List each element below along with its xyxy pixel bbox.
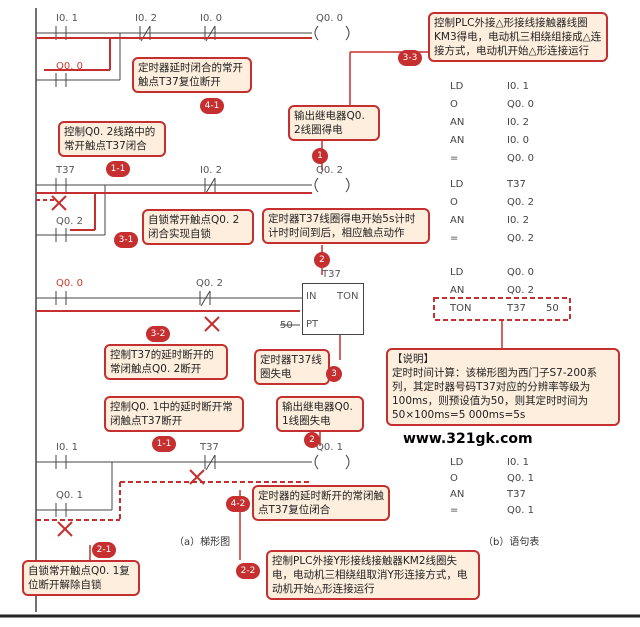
note-t37-nc-open: 控制Q0. 1中的延时断开常闭触点T37断开 — [104, 396, 244, 432]
stl-operand: I0. 1 — [507, 457, 530, 468]
stl-operand: Q0. 1 — [507, 473, 534, 484]
note-t37-nc-reset: 定时器的延时断开的常闭触点T37复位闭合 — [252, 485, 390, 521]
rung2-parallel-label: Q0. 2 — [56, 216, 83, 227]
stl-op: AN — [450, 117, 465, 128]
rung3-contact1-label: Q0. 0 — [56, 278, 83, 289]
stl-operand: T37 — [507, 489, 526, 500]
note-t37-close: 控制Q0. 2线路中的常开触点T37闭合 — [58, 121, 166, 157]
stl-op: AN — [450, 135, 465, 146]
rung2-coil-label: Q0. 2 — [316, 165, 343, 176]
note-q01-coil-off: 输出继电器Q0. 1线圈失电 — [276, 396, 364, 432]
stl-operand: T37 — [507, 179, 526, 190]
note-explanation: 【说明】 定时时间计算：该梯形图为西门子S7-200系列，其定时器号码T37对应… — [386, 348, 620, 426]
stl-operand: I0. 2 — [507, 117, 530, 128]
watermark: www.321gk.com — [403, 431, 533, 447]
step-badge: 4-1 — [200, 98, 224, 114]
stl-op: AN — [450, 285, 465, 296]
stl-op: O — [450, 197, 458, 208]
stl-operand: Q0. 2 — [507, 285, 534, 296]
stl-operand: Q0. 2 — [507, 233, 534, 244]
rung4-contact2-label: T37 — [200, 442, 219, 453]
step-badge: 2-1 — [92, 542, 116, 558]
explanation-title: 【说明】 — [392, 353, 434, 365]
timer-in-label: IN — [306, 291, 317, 302]
rung3-contact2-label: Q0. 2 — [196, 278, 223, 289]
stl-operand: T37 — [507, 303, 526, 314]
step-badge: 1-1 — [152, 436, 176, 452]
stl-op: AN — [450, 489, 465, 500]
caption-stl: （b）语句表 — [483, 537, 540, 548]
stl-op: AN — [450, 215, 465, 226]
step-badge: 3 — [326, 366, 342, 382]
stl-op: = — [450, 153, 459, 164]
stl-op: O — [450, 99, 458, 110]
rung1-coil-label: Q0. 0 — [316, 13, 343, 24]
stl-operand: Q0. 0 — [507, 267, 534, 278]
stl-op: TON — [450, 303, 472, 314]
rung1-contact3-label: I0. 0 — [200, 13, 223, 24]
step-badge: 3-1 — [114, 232, 138, 248]
timer-block: IN TON PT — [302, 283, 364, 335]
rung4-coil-label: Q0. 1 — [316, 442, 343, 453]
stl-operand: Q0. 0 — [507, 153, 534, 164]
step-badge: 2-2 — [236, 563, 260, 579]
step-badge: 4-2 — [226, 496, 250, 512]
note-t37-reset-open: 定时器延时闭合的常开触点T37复位断开 — [132, 57, 252, 93]
step-badge: 3-3 — [398, 50, 422, 66]
caption-ladder: （a）梯形图 — [174, 537, 231, 548]
stl-op: LD — [450, 457, 464, 468]
explanation-text: 定时时间计算：该梯形图为西门子S7-200系列，其定时器号码T37对应的分辨率等… — [392, 367, 598, 421]
timer-number-label: T37 — [322, 269, 341, 280]
stl-operand: Q0. 2 — [507, 197, 534, 208]
stl-operand: I0. 2 — [507, 215, 530, 226]
rung1-parallel-label: Q0. 0 — [56, 61, 83, 72]
step-badge: 2 — [314, 252, 330, 268]
note-km3-energized: 控制PLC外接△形接线接触器线圈KM3得电，电动机三相绕组接成△连接方式，电动机… — [428, 12, 608, 62]
rung2-contact2-label: I0. 2 — [200, 165, 223, 176]
rung2-contact1-label: T37 — [56, 165, 75, 176]
stl-op: O — [450, 473, 458, 484]
stl-operand: I0. 0 — [507, 135, 530, 146]
timer-preset-label: 50- — [280, 320, 297, 331]
rung4-parallel-label: Q0. 1 — [56, 490, 83, 501]
step-badge: 3-2 — [146, 326, 170, 342]
stl-op: LD — [450, 179, 464, 190]
step-badge: 2 — [304, 432, 320, 448]
stl-op: LD — [450, 81, 464, 92]
timer-pt-label: PT — [306, 319, 319, 330]
rung1-contact1-label: I0. 1 — [56, 13, 79, 24]
stl-operand: Q0. 1 — [507, 505, 534, 516]
step-badge: 1-1 — [106, 161, 130, 177]
timer-ton-label: TON — [337, 291, 359, 302]
note-km2-off: 控制PLC外接Y形接线接触器KM2线圈失电，电动机三相绕组取消Y形连接方式，电动… — [266, 550, 480, 600]
stl-operand: I0. 1 — [507, 81, 530, 92]
note-q02-nc-open: 控制T37的延时断开的常闭触点Q0. 2断开 — [104, 344, 228, 380]
rung1-contact2-label: I0. 2 — [135, 13, 158, 24]
note-q02-self-lock: 自锁常开触点Q0. 2闭合实现自锁 — [142, 209, 254, 245]
note-t37-off: 定时器T37线圈失电 — [254, 349, 330, 385]
stl-op: = — [450, 505, 459, 516]
note-t37-timing: 定时器T37线圈得电开始5s计时计时时间到后，相应触点动作 — [262, 208, 430, 244]
note-q02-coil-on: 输出继电器Q0. 2线圈得电 — [288, 105, 380, 141]
stl-operand: Q0. 0 — [507, 99, 534, 110]
stl-preset: 50 — [546, 303, 559, 314]
step-badge: 1 — [312, 148, 328, 164]
stl-op: LD — [450, 267, 464, 278]
rung4-contact1-label: I0. 1 — [56, 442, 79, 453]
stl-op: = — [450, 233, 459, 244]
note-q01-unlock: 自锁常开触点Q0. 1复位断开解除自锁 — [22, 560, 140, 596]
